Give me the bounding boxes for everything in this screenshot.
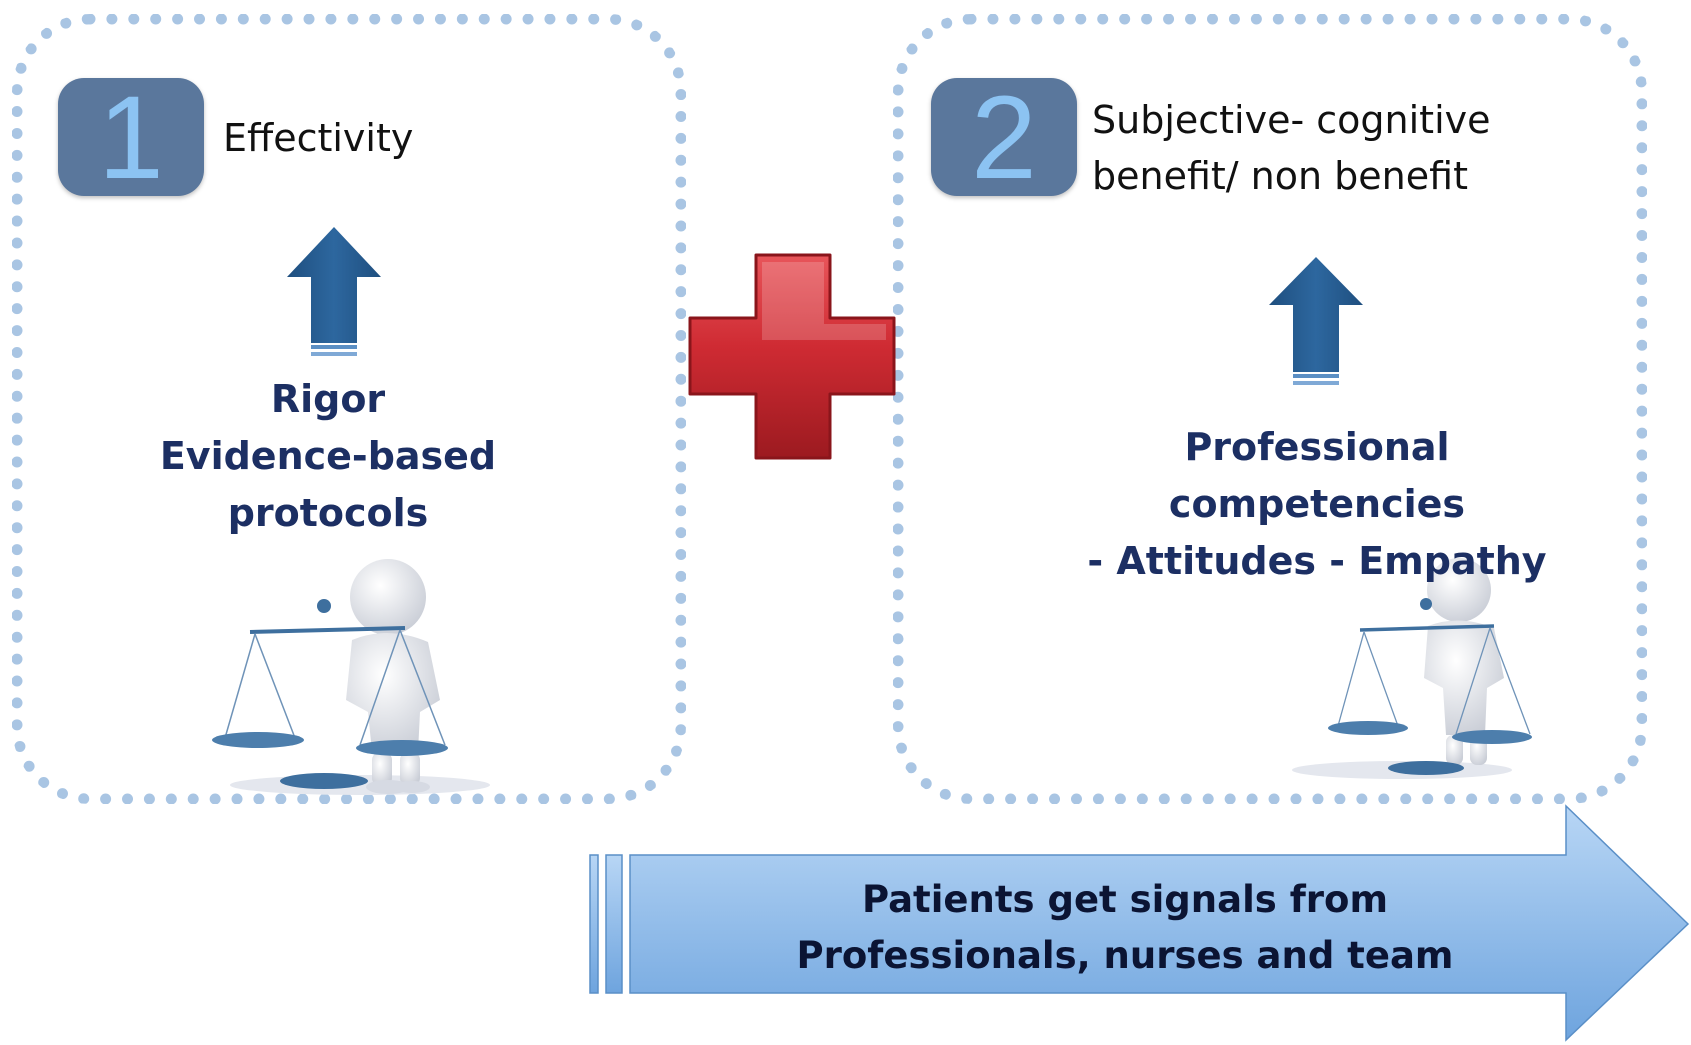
label-line: competencies [1168,482,1466,526]
heading-line: benefit/ non benefit [1092,154,1468,198]
banner-line: Patients get signals from [861,878,1389,921]
heading-line: Subjective- cognitive [1092,98,1491,142]
label-line: Rigor [270,377,386,421]
banner-text: Patients get signals from Professionals,… [690,872,1560,984]
effectivity-heading: Effectivity [223,116,414,160]
effectivity-panel [12,14,686,804]
banner-line: Professionals, nurses and team [796,934,1454,977]
rigor-protocols-label: Rigor Evidence-based protocols [128,371,528,542]
label-line: Evidence-based [159,434,497,478]
figure-with-scales-icon [1292,558,1532,779]
label-line: - Attitudes - Empathy [1087,539,1547,583]
label-line: protocols [227,491,429,535]
red-plus-icon [688,253,896,460]
professional-competencies-label: Professional competencies - Attitudes - … [1037,419,1597,590]
number-badge-1: 1 [58,78,204,198]
up-arrow-icon [1269,257,1363,385]
up-arrow-icon [287,227,381,356]
subjective-benefit-heading: Subjective- cognitive benefit/ non benef… [1092,92,1491,204]
figure-with-scales-icon [212,559,490,795]
subjective-benefit-panel [893,14,1647,804]
number-badge-2: 2 [931,78,1077,198]
right-arrow-banner [589,804,1690,1042]
label-line: Professional [1184,425,1450,469]
